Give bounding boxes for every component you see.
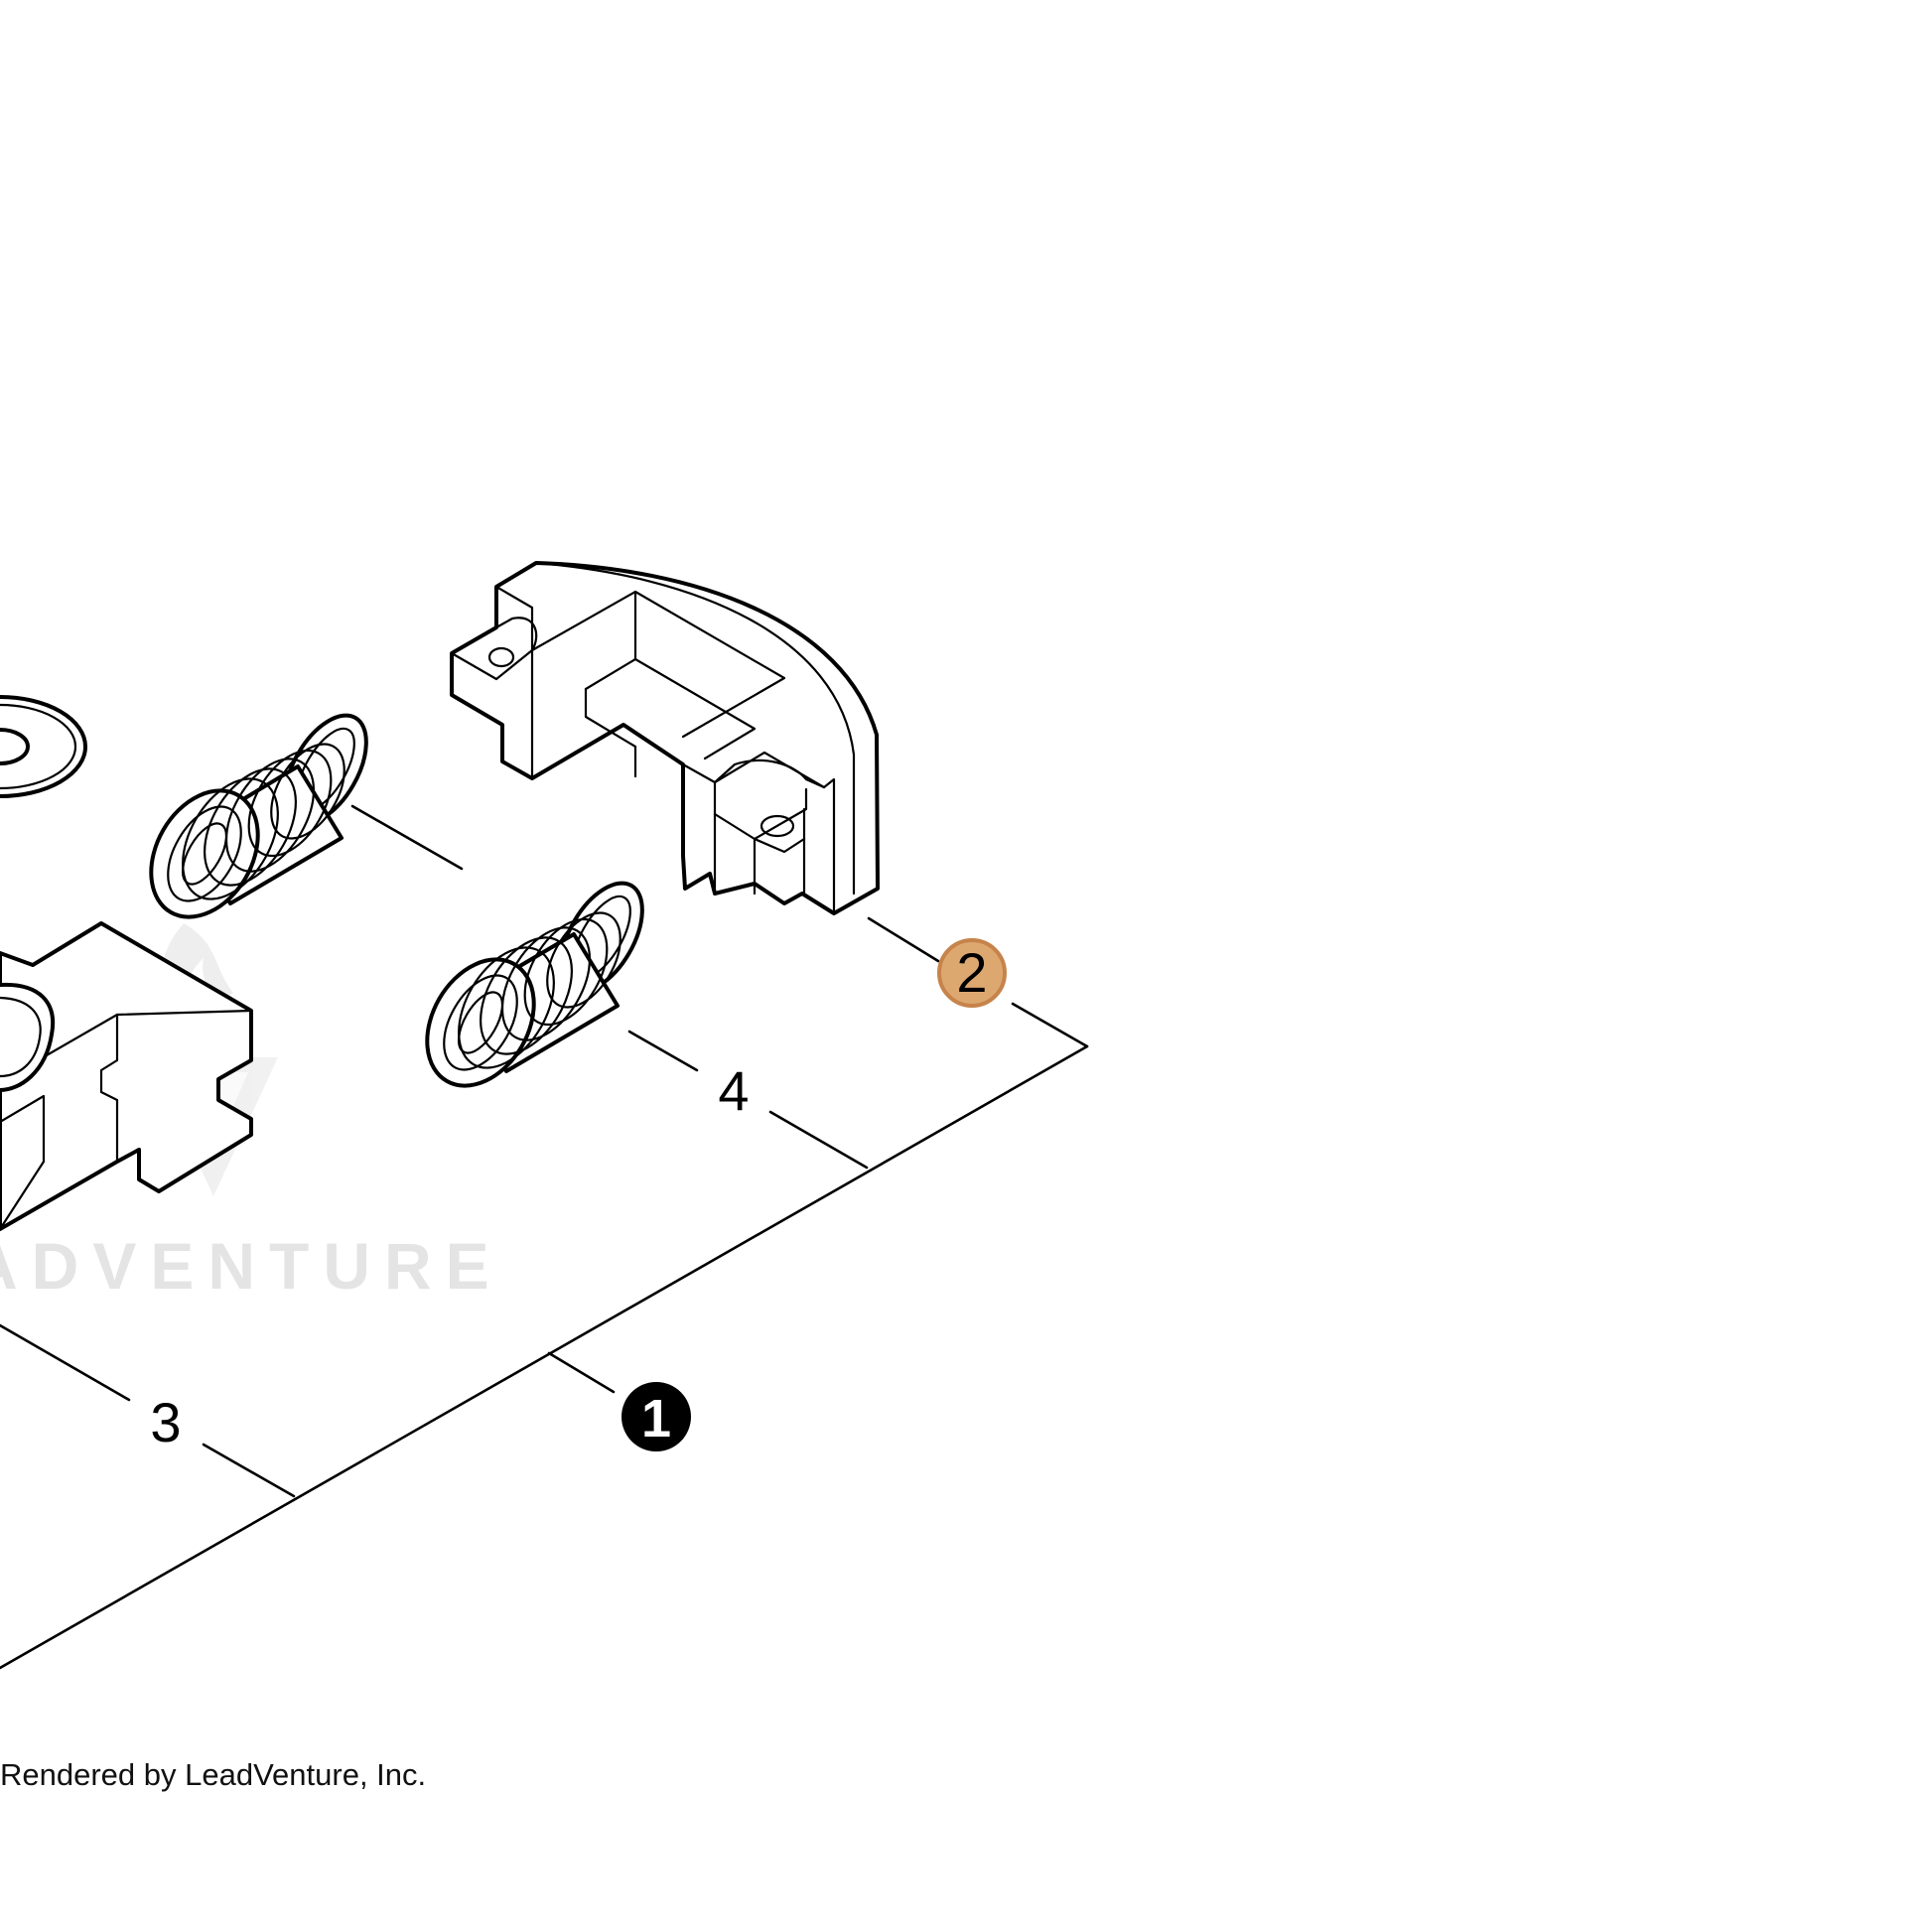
leader-1 <box>547 1351 616 1394</box>
render-credit: Rendered by LeadVenture, Inc. <box>0 1757 426 1792</box>
leader-4-lower <box>768 1110 869 1170</box>
clutch-hub <box>0 921 253 1231</box>
watermark-text: ADVENTURE <box>0 1229 503 1303</box>
leader-3-upper <box>0 1323 131 1402</box>
spring-leader <box>350 804 464 871</box>
spring-lower <box>425 881 644 1088</box>
callout-2[interactable]: 2 <box>937 938 1007 1008</box>
leader-2-lower <box>1011 1002 1089 1048</box>
callout-1-circle <box>621 1382 691 1451</box>
leader-4-upper <box>627 1030 699 1072</box>
callout-2-circle <box>937 938 1007 1008</box>
callout-4-label[interactable]: 4 <box>718 1059 749 1122</box>
clutch-shoe <box>450 561 880 915</box>
baseline-leader <box>0 1044 1089 1670</box>
callout-1[interactable]: 1 <box>621 1382 691 1451</box>
callout-3-label[interactable]: 3 <box>150 1391 181 1453</box>
washer <box>0 695 87 798</box>
spring-upper <box>149 713 368 919</box>
callout-1-label: 1 <box>641 1389 671 1449</box>
leader-3-lower <box>202 1443 296 1498</box>
leader-2-upper <box>867 916 940 963</box>
callout-2-label: 2 <box>956 941 987 1004</box>
leader-lines <box>0 804 1089 1670</box>
